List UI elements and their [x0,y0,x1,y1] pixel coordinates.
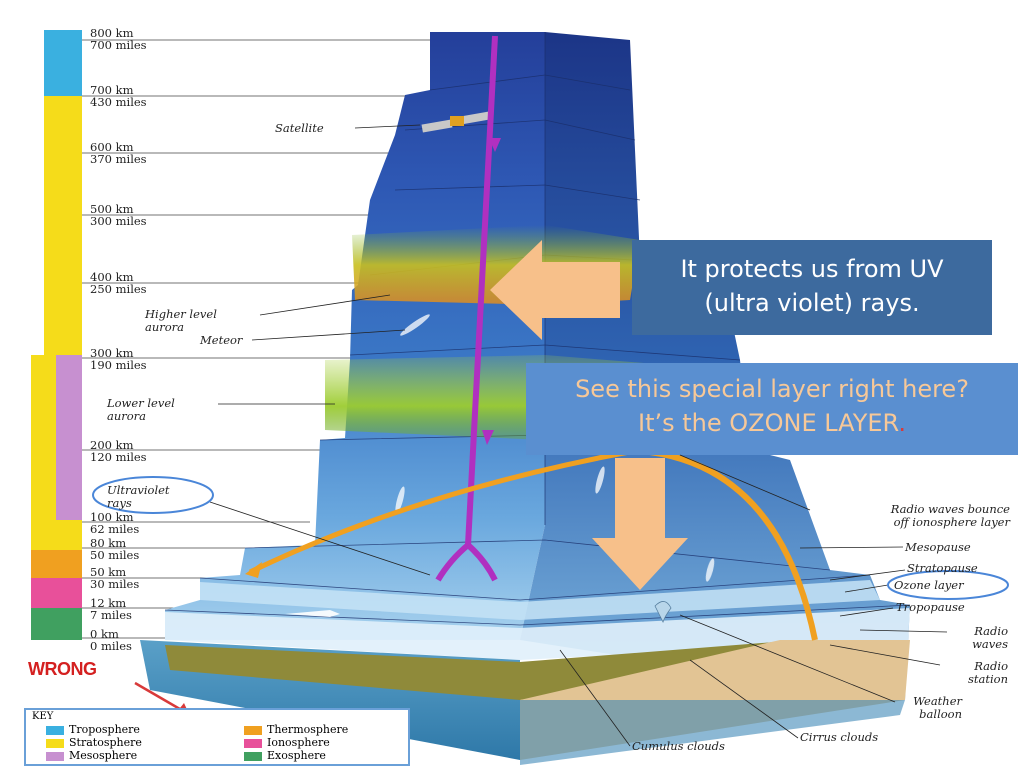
key-item-stratosphere: Stratosphere [46,737,142,749]
stratosphere-swatch [46,738,64,748]
exosphere-bar-bottom [31,608,82,640]
ozone-callout-text: See this special layer right here? It’s … [575,375,969,437]
uv-callout-text: It protects us from UV (ultra violet) ra… [680,255,944,317]
cumulus-clouds-label: Cumulus clouds [632,739,725,753]
ionosphere-swatch [244,738,262,748]
meteor-streaks [395,314,715,582]
key-item-troposphere: Troposphere [46,724,140,736]
key-item-mesosphere: Mesosphere [46,750,137,762]
ozone-circle [887,570,1009,600]
land [165,640,820,700]
ionosphere-bar [31,578,82,608]
tower-front [165,32,545,640]
stratosphere-band [200,580,880,620]
airplane-icon [285,610,340,617]
ozone-layer-label: Ozone layer [894,578,964,592]
key-legend: KEY Troposphere Stratosphere Mesosphere … [24,708,410,766]
radio-wave-right [649,449,818,641]
mesosphere-swatch [46,751,64,761]
left-arrow [490,240,620,340]
yellow-bar-left [31,355,56,525]
troposphere-swatch [46,725,64,735]
wrong-arrow [134,681,186,714]
yellow-bar-low [31,520,82,550]
meteor-label: Meteor [200,333,243,347]
radio-wave-left [248,447,641,575]
thermosphere-bar [31,550,82,578]
wrong-label: WRONG [28,659,97,679]
leader-lines [209,124,948,747]
down-arrow [592,458,688,590]
tropopause-label: Tropopause [896,600,965,614]
key-item-thermosphere: Thermosphere [244,724,348,736]
key-item-ionosphere: Ionosphere [244,737,330,749]
satellite-label: Satellite [275,121,324,135]
ground-side [520,700,905,765]
exosphere-swatch [244,751,262,761]
step-lines [164,32,911,626]
uv-circle [92,476,214,514]
key-item-exosphere: Exosphere [244,750,326,762]
key-title: KEY [32,711,54,722]
thermosphere-swatch [244,725,262,735]
ozone-callout-box [526,363,1018,455]
satellite-icon [421,111,493,133]
weather-balloon-icon [654,601,672,624]
altitude-lines [82,39,430,639]
mesosphere-bar [56,355,82,525]
exosphere-bar [44,30,82,96]
uv-ray [435,35,498,582]
cirrus-clouds-label: Cirrus clouds [800,730,879,744]
stratopause-label: Stratopause [907,561,978,575]
mesopause-label: Mesopause [905,540,971,554]
uv-callout-box [632,240,992,335]
